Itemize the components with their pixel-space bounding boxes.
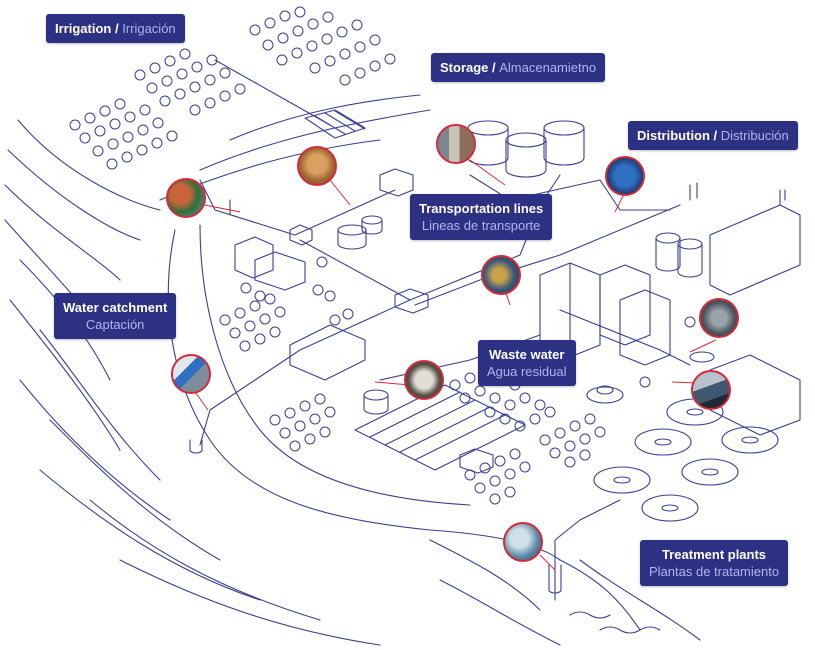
- catchment-photo: [171, 354, 211, 394]
- transportation-label-es: Lineas de transporte: [421, 218, 541, 233]
- transportation-photo: [481, 255, 521, 295]
- tree-cluster: [240, 256, 696, 388]
- storage-photo: [436, 124, 476, 164]
- distribution-label-en: Distribution: [637, 128, 710, 143]
- irrigation-label: Irrigation / Irrigación: [46, 14, 185, 43]
- storage-label: Storage / Almacenamietno: [431, 53, 606, 82]
- irrigation-rack: [304, 109, 366, 139]
- transportation-label-en: Transportation lines: [419, 201, 544, 216]
- treatment-pipe-photo: [691, 370, 731, 410]
- waste-label-en: Waste water: [489, 347, 565, 362]
- tree-cluster: [269, 393, 336, 452]
- intakes: [189, 199, 562, 594]
- distribution-photo: [605, 156, 645, 196]
- storage-label-en: Storage: [440, 60, 489, 75]
- storage-label-sep: /: [488, 60, 500, 75]
- distribution-label-es: Distribución: [720, 128, 789, 143]
- tree-cluster: [69, 98, 178, 170]
- wastewater-photo: [404, 360, 444, 400]
- tree-cluster: [134, 48, 246, 116]
- tree-cluster: [464, 448, 531, 505]
- tree-clusters: [69, 6, 696, 505]
- waste-label-es: Agua residual: [487, 364, 567, 379]
- catchment-label-es: Captación: [85, 317, 145, 332]
- tree-cluster: [539, 413, 606, 468]
- catchment-label-en: Water catchment: [63, 300, 168, 315]
- tree-cluster: [249, 6, 396, 86]
- treatment-label-es: Plantas de tratamiento: [649, 564, 780, 579]
- catchment-label: Water catchment Captación: [54, 293, 177, 339]
- transportation-label: Transportation lines Lineas de transport…: [410, 194, 553, 240]
- distribution-label: Distribution / Distribución: [628, 121, 798, 150]
- treatment-label-en: Treatment plants: [662, 547, 767, 562]
- storage-label-es: Almacenamietno: [499, 60, 597, 75]
- irrigation-label-es: Irrigación: [122, 21, 176, 36]
- irrigation-label-sep: /: [111, 21, 123, 36]
- waste-label: Waste water Agua residual: [478, 340, 576, 386]
- tree-cluster: [219, 293, 286, 352]
- irrigation-label-en: Irrigation: [55, 21, 112, 36]
- pipe-fitting-photo: [699, 298, 739, 338]
- storage-tanks: [337, 120, 715, 415]
- river-lines: [4, 94, 701, 646]
- treatment-photo: [503, 522, 543, 562]
- distribution-label-sep: /: [709, 128, 721, 143]
- irrigation-photo: [166, 178, 206, 218]
- buildings: [234, 168, 801, 474]
- pipe-photo: [297, 146, 337, 186]
- treatment-label: Treatment plants Plantas de tratamiento: [640, 540, 789, 586]
- clarifiers: [586, 385, 779, 522]
